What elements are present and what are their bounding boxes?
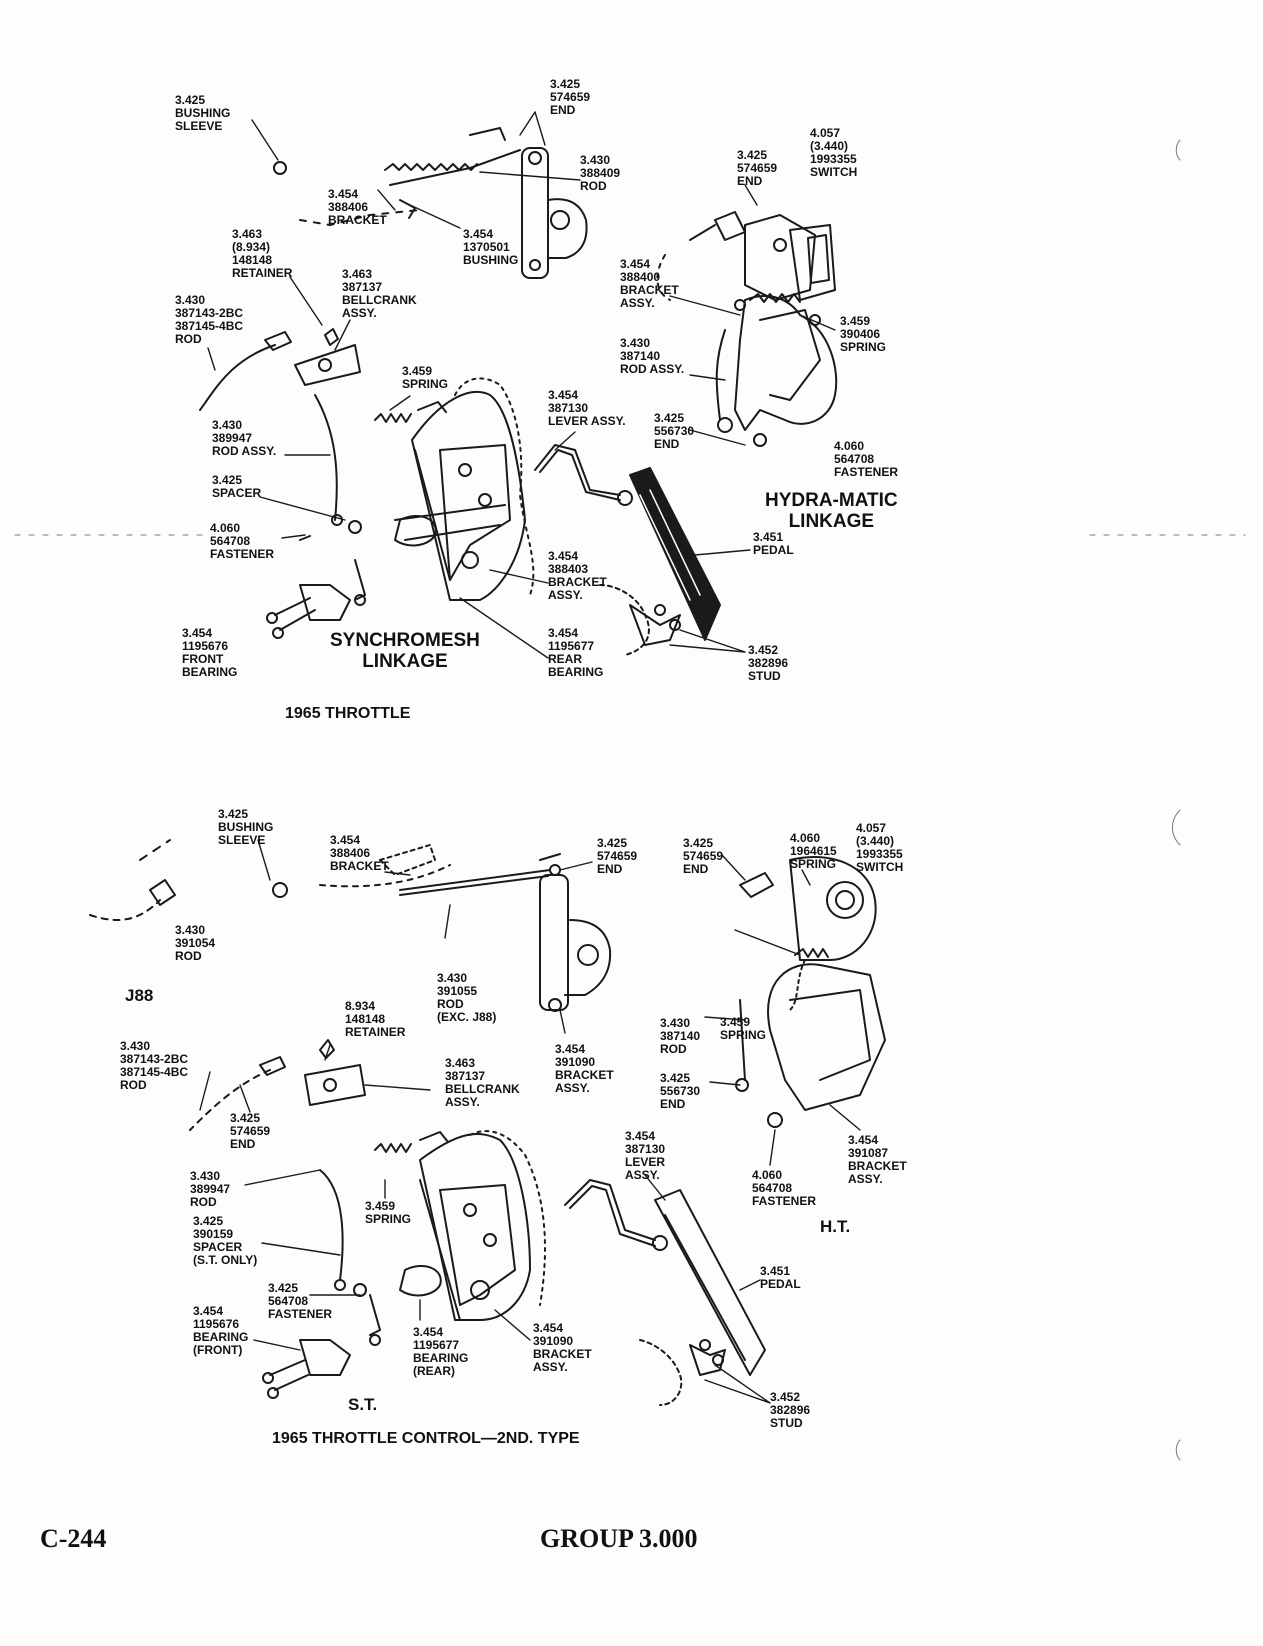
label2-switch: 4.057 (3.440) 1993355 SWITCH (856, 821, 904, 874)
label-pedal: 3.451 PEDAL (753, 530, 794, 557)
label2-rod-ht: 3.430 387140 ROD (660, 1016, 701, 1056)
label2-bracket-ht: 3.454 391087 BRACKET ASSY. (848, 1133, 907, 1186)
label-bracket-top: 3.454 388406 BRACKET (328, 187, 387, 227)
label2-spring-st: 3.459 SPRING (365, 1199, 412, 1226)
label-ht-end2: 3.425 556730 END (654, 411, 695, 451)
diagram-1-caption: 1965 THROTTLE (285, 705, 411, 722)
label2-bushing-sleeve: 3.425 BUSHING SLEEVE (218, 807, 274, 847)
label-bellcrank: 3.463 387137 BELLCRANK ASSY. (342, 267, 417, 320)
label2-end-ht2: 3.425 556730 END (660, 1071, 701, 1111)
label-front-bearing: 3.454 1195676 FRONT BEARING (182, 626, 238, 679)
diagram-2-art (89, 839, 886, 1406)
label-retainer: 3.463 (8.934) 148148 RETAINER (232, 227, 293, 280)
label2-rod-j88: 3.430 391054 ROD (175, 923, 216, 963)
ht-title: H.T. (820, 1217, 851, 1236)
label2-rod-left: 3.430 387143-2BC 387145-4BC ROD (120, 1039, 189, 1092)
label2-bracket-mid: 3.454 391090 BRACKET ASSY. (555, 1042, 614, 1095)
label-ht-rod: 3.430 387140 ROD ASSY. (620, 336, 685, 376)
label2-rod-assy: 3.430 389947 ROD (190, 1169, 231, 1209)
label2-spacer: 3.425 390159 SPACER (S.T. ONLY) (193, 1214, 258, 1267)
label2-spring-ht: 4.060 1964615 SPRING (790, 831, 837, 871)
label-spacer: 3.425 SPACER (212, 473, 262, 500)
label2-fastener-ht: 4.060 564708 FASTENER (752, 1168, 817, 1208)
label-ht-end: 3.425 574659 END (737, 148, 778, 188)
label-ht-switch: 4.057 (3.440) 1993355 SWITCH (810, 126, 858, 179)
label2-fastener-st: 3.425 564708 FASTENER (268, 1281, 333, 1321)
group-label: GROUP 3.000 (540, 1524, 698, 1553)
label-rod-left: 3.430 387143-2BC 387145-4BC ROD (175, 293, 244, 346)
diagram-2-leaders (199, 839, 861, 1404)
page-number: C-244 (40, 1524, 107, 1553)
label-rod-top: 3.430 388409 ROD (580, 153, 621, 193)
st-title: S.T. (348, 1395, 378, 1414)
label-bushing-sleeve: 3.425 BUSHING SLEEVE (175, 93, 231, 133)
diagram-1-leaders (207, 111, 836, 659)
label2-stud: 3.452 382896 STUD (770, 1390, 811, 1430)
j88-title: J88 (125, 986, 154, 1005)
label-bushing: 3.454 1370501 BUSHING (463, 227, 519, 267)
label2-bracket: 3.454 388406 BRACKET (330, 833, 389, 873)
label2-spring-mid: 3.459 SPRING (720, 1015, 767, 1042)
label-ht-fastener: 4.060 564708 FASTENER (834, 439, 899, 479)
label-spring: 3.459 SPRING (402, 364, 449, 391)
label2-retainer: 8.934 148148 RETAINER (345, 999, 406, 1039)
label-ht-spring: 3.459 390406 SPRING (840, 314, 887, 354)
scan-artifacts (14, 139, 1246, 1461)
label2-end-left: 3.425 574659 END (230, 1111, 271, 1151)
synchromesh-linkage-title: SYNCHROMESH LINKAGE (330, 630, 480, 672)
label2-end-top: 3.425 574659 END (597, 836, 638, 876)
label-stud: 3.452 382896 STUD (748, 643, 789, 683)
label-fastener: 4.060 564708 FASTENER (210, 521, 275, 561)
label2-lever: 3.454 387130 LEVER ASSY. (625, 1129, 666, 1182)
label-ht-bracket: 3.454 388400 BRACKET ASSY. (620, 257, 679, 310)
label-rod-assy: 3.430 389947 ROD ASSY. (212, 418, 277, 458)
label-bracket-assy: 3.454 388403 BRACKET ASSY. (548, 549, 607, 602)
label2-rod-main: 3.430 391055 ROD (EXC. J88) (437, 971, 497, 1024)
label-rear-bearing: 3.454 1195677 REAR BEARING (548, 626, 604, 679)
label-lever-assy: 3.454 387130 LEVER ASSY. (548, 388, 626, 428)
label2-end-ht: 3.425 574659 END (683, 836, 724, 876)
label2-pedal: 3.451 PEDAL (760, 1264, 801, 1291)
hydramatic-linkage-title: HYDRA-MATIC LINKAGE (765, 490, 898, 532)
label2-bellcrank: 3.463 387137 BELLCRANK ASSY. (445, 1056, 520, 1109)
label-end-top: 3.425 574659 END (550, 77, 591, 117)
label2-bracket-low: 3.454 391090 BRACKET ASSY. (533, 1321, 592, 1374)
label2-bearing-rear: 3.454 1195677 BEARING (REAR) (413, 1325, 469, 1378)
label2-bearing-front: 3.454 1195676 BEARING (FRONT) (193, 1304, 249, 1357)
diagram-1-art (199, 127, 838, 656)
diagram-2-caption: 1965 THROTTLE CONTROL—2ND. TYPE (272, 1430, 580, 1447)
